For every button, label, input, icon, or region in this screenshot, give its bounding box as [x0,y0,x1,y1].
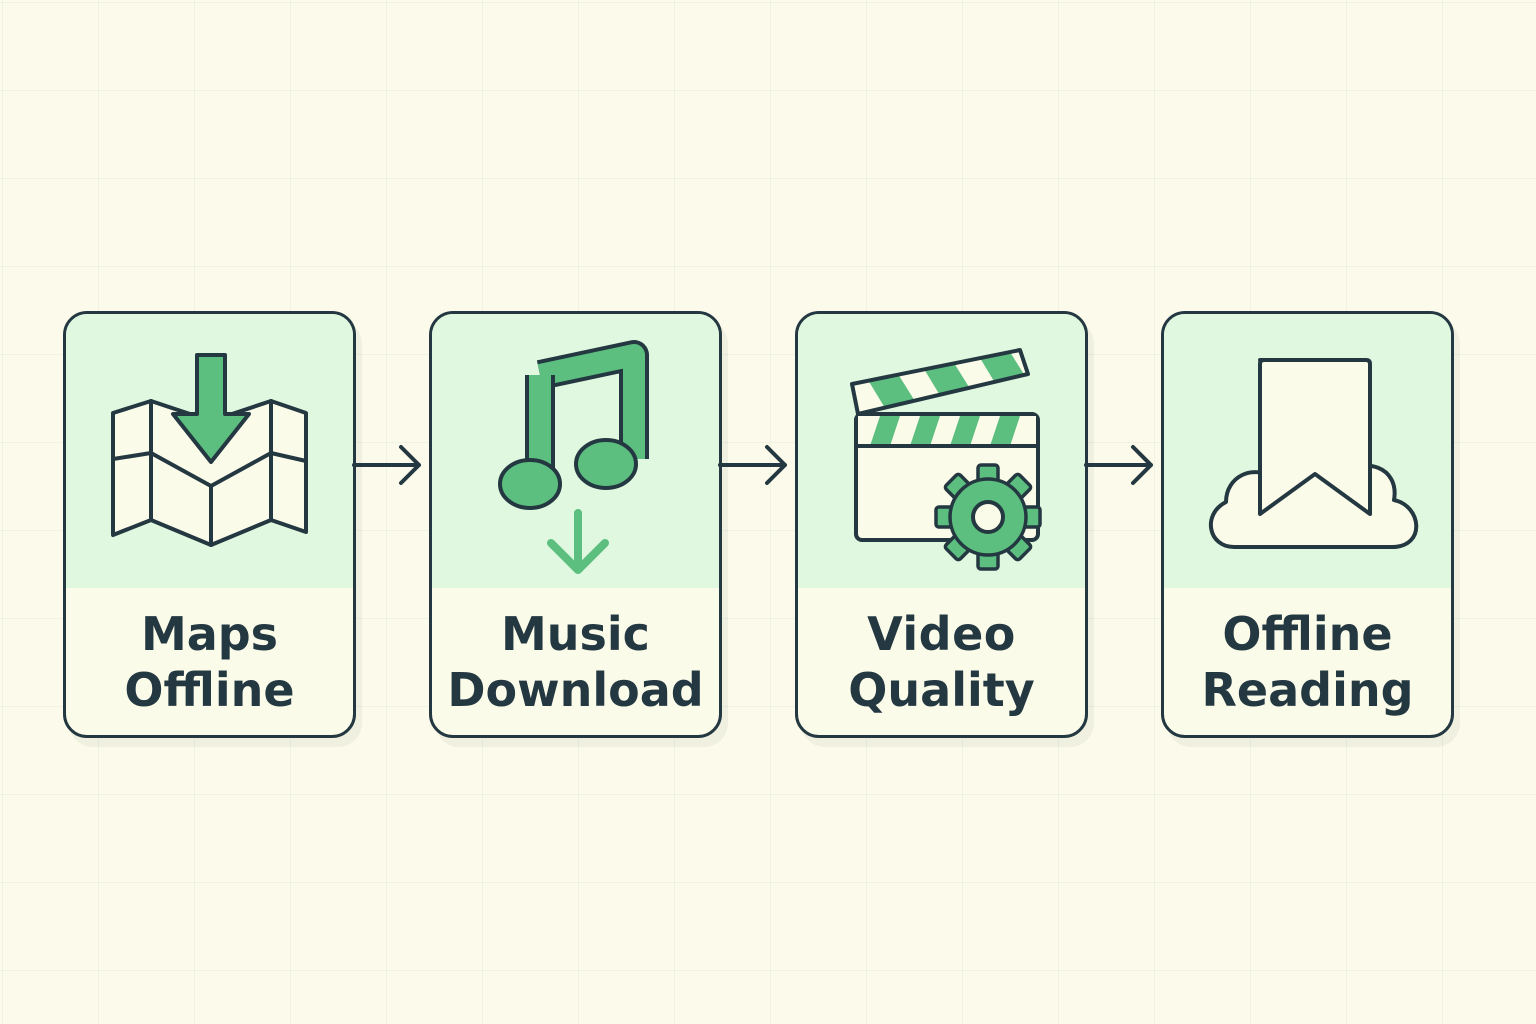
step-label-line2: Reading [1201,663,1414,717]
step-label-line2: Download [447,663,704,717]
step-label: Offline Reading [1164,606,1451,718]
step-label: Video Quality [798,606,1085,718]
step-label-line1: Music [501,607,650,661]
step-label-line2: Quality [848,663,1035,717]
flow-arrow-icon [1084,445,1153,485]
music-download-icon [498,340,649,574]
step-label-line2: Offline [124,663,295,717]
step-label-line1: Maps [140,607,279,661]
step-label: Maps Offline [66,606,353,718]
step-card-video-quality: Video Quality [795,311,1088,738]
clapperboard-settings-icon [850,348,1042,571]
flow-arrow-icon [352,445,421,485]
step-label-line1: Video [867,607,1016,661]
map-download-icon [111,353,308,547]
flow-arrow-icon [718,445,787,485]
step-label-line1: Offline [1222,607,1393,661]
step-card-offline-reading: Offline Reading [1161,311,1454,738]
step-label: Music Download [432,606,719,718]
cloud-bookmark-icon [1208,358,1419,549]
step-card-maps-offline: Maps Offline [63,311,356,738]
step-card-music-download: Music Download [429,311,722,738]
